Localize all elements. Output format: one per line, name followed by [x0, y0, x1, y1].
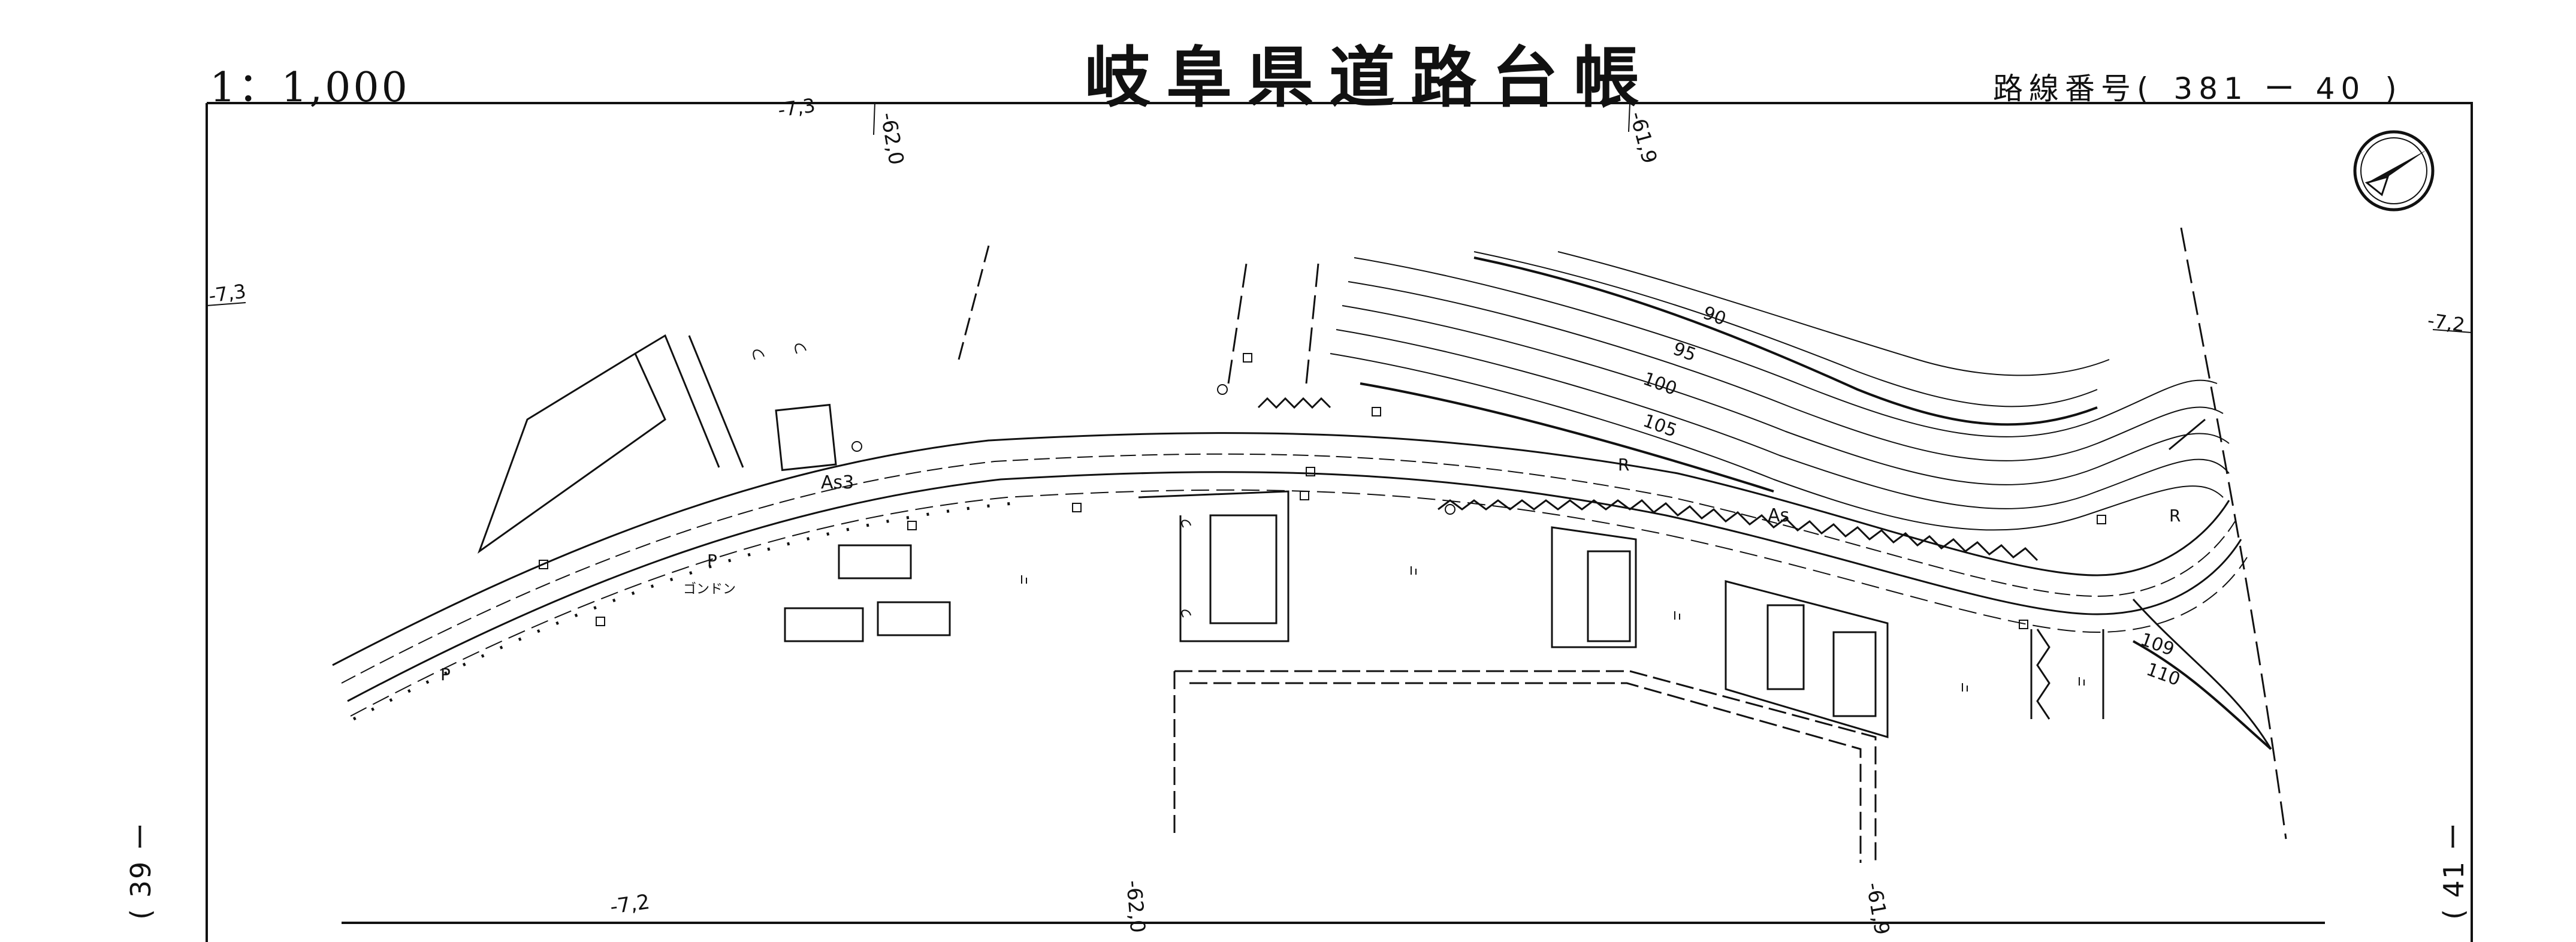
route-label: 路線番号( [1993, 71, 2155, 106]
road-label-p2: P [707, 551, 717, 570]
tick-left [206, 302, 246, 306]
grid-label-top-left: -7,3 [777, 94, 817, 122]
grid-label-bottom: -7,2 [609, 890, 651, 919]
tick-top-a [873, 101, 875, 135]
route-close: ) [2385, 71, 2403, 106]
index-contours [1360, 256, 2272, 750]
route-value: 381 ー 40 [2173, 71, 2366, 106]
road-label-r2: R [2169, 506, 2181, 526]
pavement-label-as3: As3 [821, 472, 854, 493]
contour-label-95: 95 [1670, 339, 1699, 366]
grid-label-right: -7,2 [2426, 309, 2466, 336]
tick-right [2432, 329, 2472, 333]
grid-label-top-b: -61,9 [1624, 109, 1661, 166]
tick-top-b [1628, 102, 1630, 132]
north-arrow-icon [2353, 130, 2435, 212]
slope-hatching [1257, 397, 2050, 720]
grid-label-bottom-b: -61,9 [1861, 881, 1894, 937]
terrain-contours [1330, 251, 2230, 531]
side-label: ゴンドン [683, 582, 736, 597]
grid-label-top-a: -62,0 [875, 111, 908, 167]
parcels [477, 227, 2287, 863]
grid-label-bottom-a: -62,0 [1121, 879, 1150, 934]
road-label-r1: R [1618, 455, 1629, 475]
contour-label-105: 105 [1640, 410, 1680, 442]
contour-label-100: 100 [1640, 369, 1680, 400]
main-road [332, 432, 2248, 721]
route-number: 路線番号( 381 ー 40 ) [1989, 65, 2403, 108]
pavement-label-as: As [1768, 505, 1789, 526]
map-frame [206, 102, 2473, 942]
road-label-p1: P [440, 665, 451, 684]
field-symbol-icon [1021, 566, 2085, 692]
contour-label-110: 110 [2143, 659, 2183, 690]
contour-label-109: 109 [2137, 629, 2177, 660]
map-symbols [539, 343, 2106, 629]
